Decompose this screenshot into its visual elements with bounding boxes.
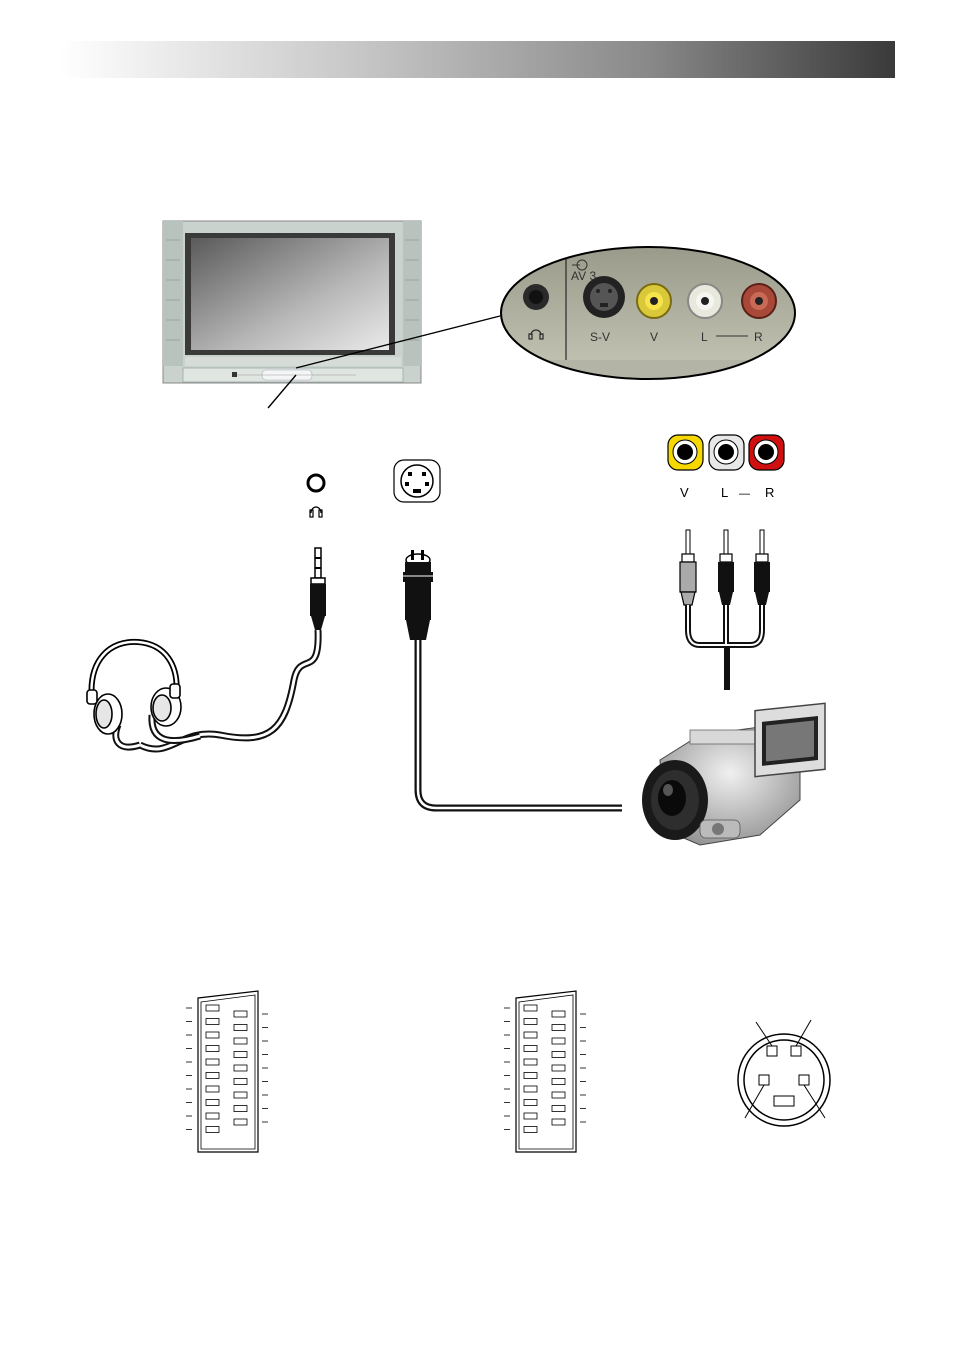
- scart-connector-icon: [186, 991, 268, 1152]
- rca-plug-left: [718, 530, 734, 605]
- headphone-socket: [308, 475, 324, 491]
- svideo-socket-icon: [394, 460, 440, 502]
- scart-connector-icon: [504, 991, 586, 1152]
- tv-icon: [163, 221, 421, 383]
- headphone-icon: [310, 507, 322, 517]
- rca-plug-right: [754, 530, 770, 605]
- camcorder-icon: [642, 703, 825, 845]
- jack-label-v: V: [680, 485, 689, 500]
- front-panel-zoom: AV 3 S-V V L R: [500, 245, 800, 385]
- panel-label-r: R: [754, 330, 763, 344]
- rca-socket-icon: [668, 435, 784, 470]
- rca-plug-video: [680, 530, 696, 605]
- jack-label-l: L: [721, 485, 728, 500]
- svideo-plug: [403, 550, 433, 640]
- panel-label-sv: S-V: [590, 330, 610, 344]
- panel-label-v: V: [650, 330, 658, 344]
- headphone-plug: [310, 548, 326, 630]
- jack-label-dash: —: [739, 488, 750, 500]
- panel-label-l: L: [701, 330, 708, 344]
- panel-label-av: AV 3: [571, 269, 596, 283]
- jack-label-r: R: [765, 485, 774, 500]
- headphones-icon: [87, 642, 181, 734]
- svideo-pinout-icon: [738, 1020, 830, 1126]
